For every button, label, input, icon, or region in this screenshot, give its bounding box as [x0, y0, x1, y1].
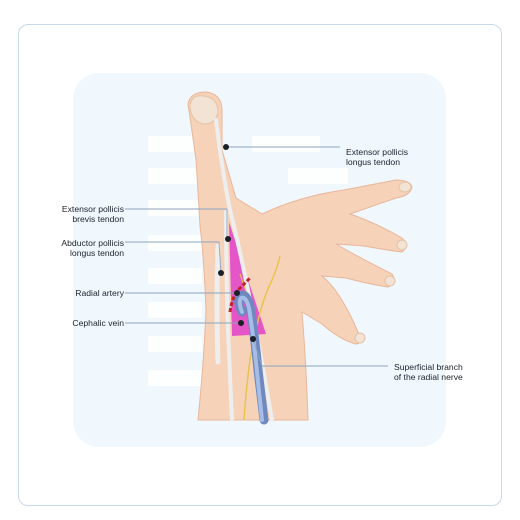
label-radial-artery: Radial artery	[75, 288, 124, 298]
extensor-pollicis-brevis-tendon-shape	[224, 210, 234, 422]
thumbnail	[189, 95, 219, 125]
marker-apl	[218, 270, 224, 276]
label-extensor-pollicis-brevis: Extensor pollicis brevis tendon	[61, 204, 124, 224]
marker-epb	[225, 236, 231, 242]
little-fingernail	[354, 332, 366, 344]
label-abductor-pollicis-longus: Abductor pollicis longus tendon	[61, 238, 124, 258]
middle-fingernail	[396, 239, 408, 251]
cephalic-vein-highlight	[237, 295, 264, 422]
index-fingernail	[398, 181, 412, 193]
radial-artery-shape	[228, 276, 252, 313]
marker-epl	[223, 144, 229, 150]
leader-lines	[125, 146, 388, 367]
marker-radial-artery	[234, 290, 240, 296]
leader-line-superficial-branch	[252, 338, 388, 367]
abductor-pollicis-longus-tendon-shape	[214, 243, 221, 365]
ring-fingernail	[384, 275, 396, 287]
marker-cephalic-vein	[238, 320, 244, 326]
background-placeholder-bars	[148, 136, 348, 386]
marker-superficial-branch	[250, 336, 256, 342]
radial-nerve-superficial-branch-shape	[243, 255, 281, 421]
label-superficial-branch-radial-nerve: Superficial branch of the radial nerve	[394, 362, 463, 382]
marker-dots	[218, 144, 256, 342]
label-extensor-pollicis-longus: Extensor pollicis longus tendon	[346, 147, 409, 167]
label-cephalic-vein: Cephalic vein	[72, 318, 124, 328]
leader-line-apl-drop	[218, 241, 222, 274]
